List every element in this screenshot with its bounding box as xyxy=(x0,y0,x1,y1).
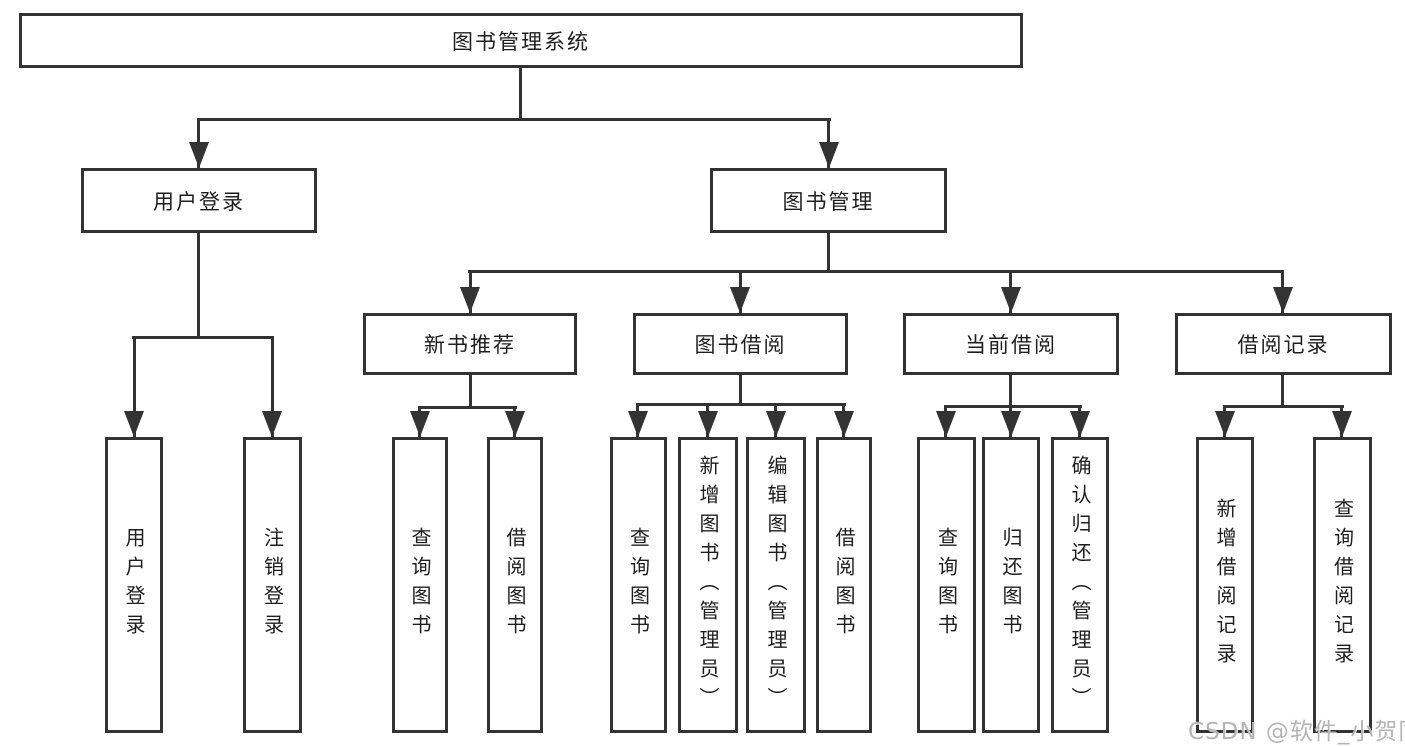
node-label: 图书管理 xyxy=(782,189,875,214)
node-add-borrow-record: 新增借阅记录 xyxy=(1196,437,1254,733)
arrow-down-icon xyxy=(1273,287,1293,313)
arrow-down-icon xyxy=(262,411,282,437)
arrow-down-icon xyxy=(766,411,786,437)
node-label: 新增图书（管理员） xyxy=(696,454,720,716)
node-query-borrow-record: 查询借阅记录 xyxy=(1313,437,1372,733)
connector-line xyxy=(519,68,522,121)
node-borrow-records: 借阅记录 xyxy=(1175,313,1392,375)
arrow-down-icon xyxy=(1215,411,1235,437)
arrow-down-icon xyxy=(1001,287,1021,313)
arrow-down-icon xyxy=(1001,411,1021,437)
node-label: 确认归还（管理员） xyxy=(1068,454,1092,716)
node-current-borrow: 当前借阅 xyxy=(903,313,1119,375)
connector-line xyxy=(739,375,742,406)
connector-line xyxy=(418,406,517,409)
arrow-down-icon xyxy=(834,411,854,437)
node-user-login: 用户登录 xyxy=(81,168,317,233)
node-edit-book-admin: 编辑图书（管理员） xyxy=(746,437,806,733)
connector-line xyxy=(197,233,200,339)
node-label: 借阅图书 xyxy=(503,527,527,643)
csdn-watermark: CSDN @软件_小贺同学 xyxy=(1188,719,1405,745)
node-label: 新书推荐 xyxy=(424,333,516,357)
node-new-book-recommend: 新书推荐 xyxy=(363,313,577,375)
connector-line xyxy=(636,403,846,406)
node-label: 归还图书 xyxy=(999,527,1023,643)
arrow-down-icon xyxy=(1070,411,1090,437)
connector-line xyxy=(827,233,830,273)
node-label: 查询图书 xyxy=(934,527,959,643)
node-label: 查询图书 xyxy=(408,527,432,643)
node-add-book-admin: 新增图书（管理员） xyxy=(678,437,738,733)
arrow-down-icon xyxy=(189,142,209,168)
connector-line xyxy=(197,118,831,121)
node-borrow-books-leaf: 借阅图书 xyxy=(816,437,872,733)
arrow-down-icon xyxy=(410,411,430,437)
node-book-management: 图书管理 xyxy=(710,168,947,233)
arrow-down-icon xyxy=(505,411,525,437)
node-label: 编辑图书（管理员） xyxy=(764,454,788,716)
node-label: 图书借阅 xyxy=(694,333,787,357)
arrow-down-icon xyxy=(936,411,956,437)
node-label: 查询图书 xyxy=(626,527,651,643)
connector-line xyxy=(271,336,274,437)
arrow-down-icon xyxy=(730,287,750,313)
node-label: 注销登录 xyxy=(260,527,285,643)
arrow-down-icon xyxy=(819,142,839,168)
node-query-books-current: 查询图书 xyxy=(917,437,976,733)
node-query-books-recommend: 查询图书 xyxy=(392,437,448,733)
arrow-down-icon xyxy=(460,287,480,313)
node-root-label: 图书管理系统 xyxy=(452,29,590,54)
connector-line xyxy=(1009,375,1012,408)
arrow-down-icon xyxy=(1332,411,1352,437)
node-label: 用户登录 xyxy=(122,527,146,643)
connector-line xyxy=(133,336,136,437)
node-return-book: 归还图书 xyxy=(982,437,1040,733)
connector-line xyxy=(468,270,1284,273)
connector-line xyxy=(1281,375,1284,408)
node-root: 图书管理系统 xyxy=(19,13,1023,68)
node-label: 查询借阅记录 xyxy=(1330,498,1355,672)
arrow-down-icon xyxy=(628,411,648,437)
node-label: 新增借阅记录 xyxy=(1213,498,1237,672)
node-label: 用户登录 xyxy=(153,189,245,214)
node-logout: 注销登录 xyxy=(243,437,302,733)
connector-line xyxy=(469,375,472,408)
node-label: 当前借阅 xyxy=(965,333,1057,357)
connector-line xyxy=(1223,405,1344,408)
arrow-down-icon xyxy=(698,411,718,437)
node-borrow-books-recommend: 借阅图书 xyxy=(487,437,543,733)
node-confirm-return-admin: 确认归还（管理员） xyxy=(1051,437,1109,733)
node-label: 借阅图书 xyxy=(832,527,856,643)
node-user-login-leaf: 用户登录 xyxy=(105,437,163,733)
node-label: 借阅记录 xyxy=(1237,333,1330,357)
arrow-down-icon xyxy=(124,411,144,437)
connector-line xyxy=(132,336,274,339)
connector-line xyxy=(944,405,1082,408)
node-book-borrow: 图书借阅 xyxy=(633,313,848,375)
node-query-books-borrow: 查询图书 xyxy=(610,437,667,733)
